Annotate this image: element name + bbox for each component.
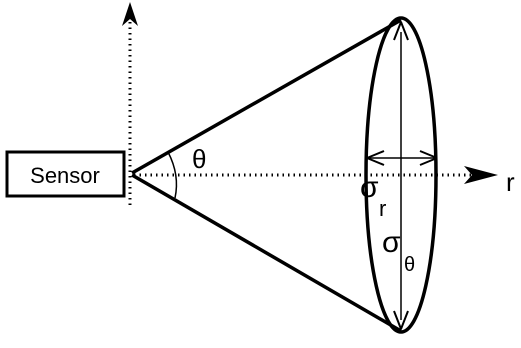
cone-lower-edge [131,173,402,333]
theta-angle-arc [167,151,178,199]
sigma-r-subscript: r [379,196,386,221]
sigma-r-symbol: σ [360,171,379,204]
sigma-theta-arrowhead-top [393,21,409,41]
sigma-r-arrowhead-right [419,150,438,166]
sigma-r-arrowhead-left [366,150,385,166]
r-axis-label: r [506,167,515,197]
theta-label: θ [192,144,206,174]
vertical-axis-arrowhead [122,2,138,26]
sensor-label: Sensor [30,163,100,188]
sigma-theta-arrowhead-bottom [393,310,409,330]
range-axis-arrowhead [464,166,498,184]
uncertainty-ellipse [364,16,438,334]
sensor-box [5,150,126,198]
sigma-theta-symbol: σ [382,226,401,259]
cone-upper-edge [131,18,402,175]
sigma-theta-subscript: θ [404,254,415,276]
